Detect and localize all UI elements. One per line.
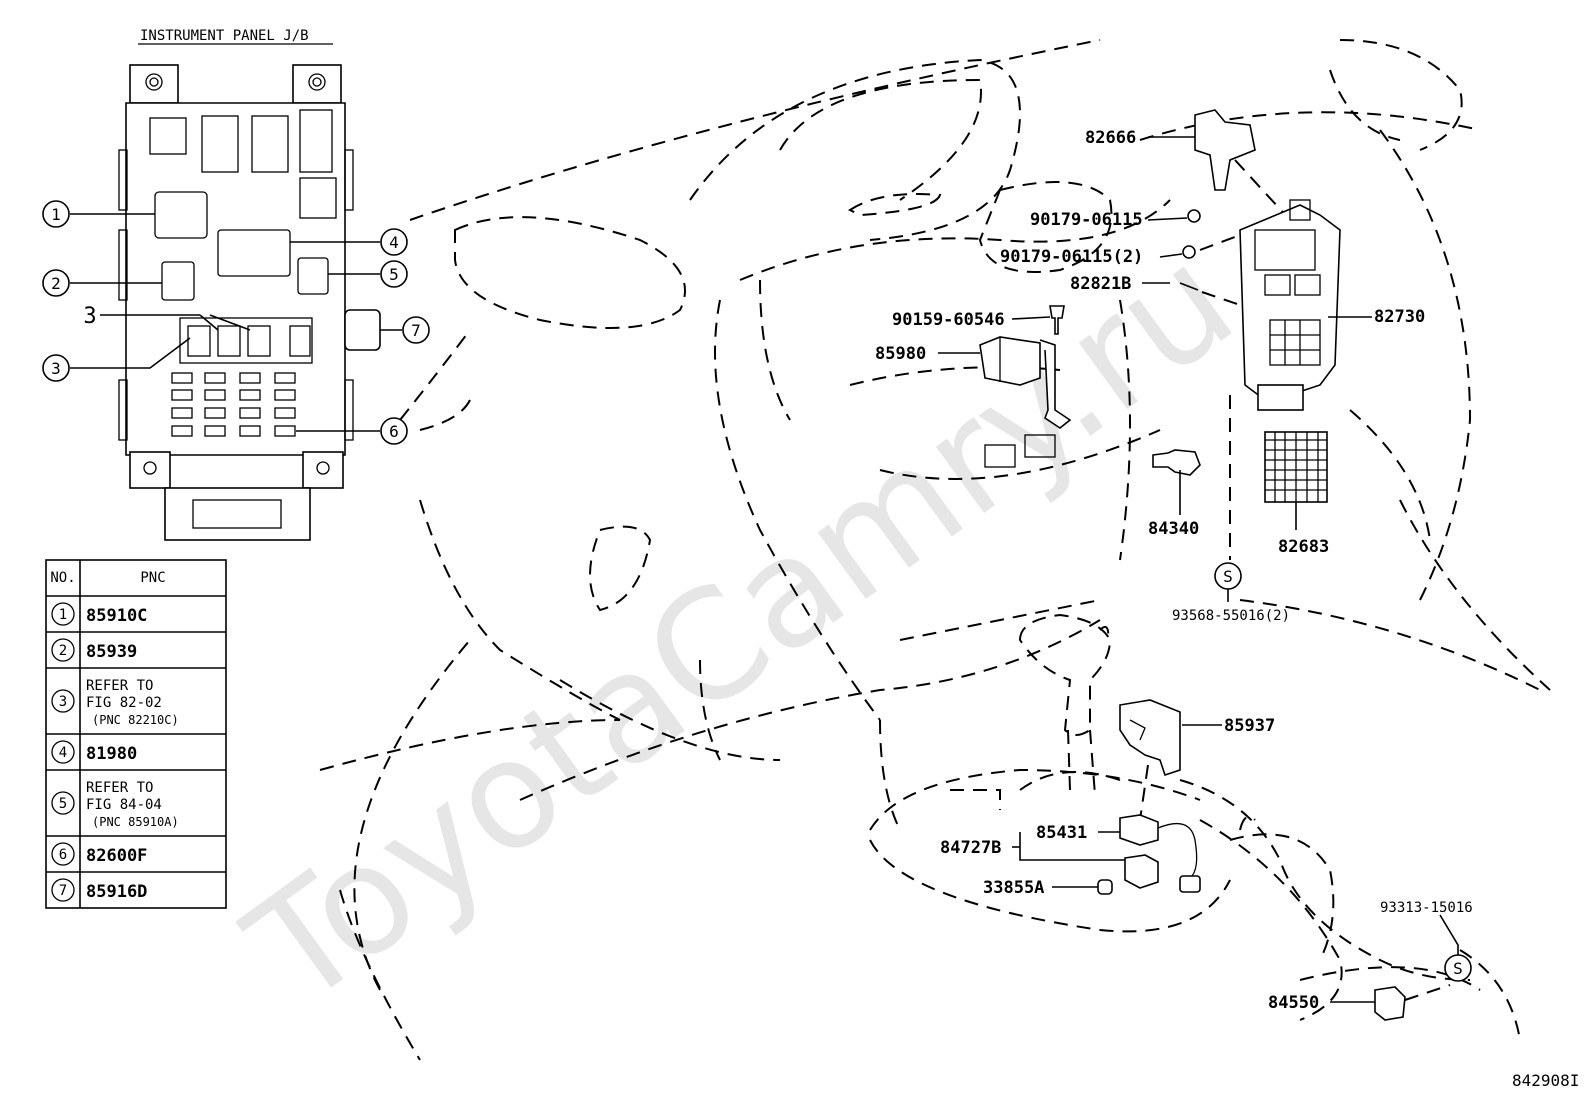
svg-text:6: 6 bbox=[389, 422, 399, 441]
jb-title: INSTRUMENT PANEL J/B bbox=[140, 28, 309, 44]
screw-mark: S bbox=[1223, 567, 1233, 586]
table-row: 4 81980 bbox=[51, 740, 137, 764]
part-85431: 85431 bbox=[1036, 814, 1201, 893]
svg-text:2: 2 bbox=[59, 643, 67, 659]
svg-text:5: 5 bbox=[389, 265, 399, 284]
jb-callout-3: 3 bbox=[42, 337, 191, 382]
svg-text:5: 5 bbox=[59, 796, 67, 812]
part-90159-60546: 90159-60546 bbox=[892, 305, 1065, 335]
part-85937: 85937 bbox=[1119, 699, 1275, 821]
svg-text:85939: 85939 bbox=[86, 642, 137, 662]
jb-callout-7: 7 bbox=[380, 316, 430, 344]
svg-text:85980: 85980 bbox=[875, 344, 926, 364]
table-header-no: NO. bbox=[50, 570, 75, 586]
part-93313-15016: 93313-15016 S bbox=[1380, 900, 1473, 982]
table-row: 1 85910C bbox=[51, 602, 147, 626]
jb-callout-6: 6 bbox=[296, 417, 408, 445]
svg-text:85937: 85937 bbox=[1224, 716, 1275, 736]
svg-text:84727B: 84727B bbox=[940, 838, 1001, 858]
figure-id: 842908I bbox=[1512, 1071, 1579, 1090]
jb-callout-1: 1 bbox=[42, 200, 155, 228]
svg-text:84340: 84340 bbox=[1148, 519, 1199, 539]
svg-text:85916D: 85916D bbox=[86, 882, 147, 902]
svg-text:90179-06115(2): 90179-06115(2) bbox=[1000, 247, 1143, 267]
svg-text:33855A: 33855A bbox=[983, 878, 1044, 898]
svg-text:(PNC 85910A): (PNC 85910A) bbox=[92, 815, 179, 829]
part-82821b: 82821B bbox=[1070, 274, 1241, 306]
part-82730: 82730 bbox=[1229, 199, 1425, 560]
pnc-table: NO. PNC 1 85910C 2 85939 3 REFER TO FIG … bbox=[45, 559, 227, 909]
svg-text:7: 7 bbox=[59, 883, 67, 899]
svg-text:82683: 82683 bbox=[1278, 537, 1329, 557]
svg-text:84550: 84550 bbox=[1268, 993, 1319, 1013]
part-90179-06115-2: 90179-06115(2) bbox=[1000, 234, 1241, 267]
svg-text:3: 3 bbox=[59, 694, 67, 710]
svg-text:1: 1 bbox=[51, 205, 61, 224]
svg-text:81980: 81980 bbox=[86, 744, 137, 764]
part-82683: 82683 bbox=[1264, 431, 1329, 557]
table-row: 7 85916D bbox=[51, 878, 147, 902]
jb-callout-5: 5 bbox=[328, 260, 408, 288]
table-row: 5 REFER TO FIG 84-04 (PNC 85910A) bbox=[51, 780, 179, 829]
svg-text:3: 3 bbox=[51, 359, 61, 378]
svg-text:93313-15016: 93313-15016 bbox=[1380, 900, 1473, 916]
svg-text:6: 6 bbox=[59, 847, 67, 863]
screw-mark: S bbox=[1453, 959, 1463, 978]
junction-block-drawing bbox=[118, 64, 381, 541]
svg-text:82821B: 82821B bbox=[1070, 274, 1131, 294]
svg-text:(PNC 82210C): (PNC 82210C) bbox=[92, 713, 179, 727]
dashboard-outline bbox=[319, 39, 1551, 1061]
jb-loose-label-3: 3 bbox=[83, 304, 251, 331]
svg-text:FIG 82-02: FIG 82-02 bbox=[86, 695, 162, 711]
part-33855a: 33855A bbox=[983, 878, 1113, 898]
jb-callout-4: 4 bbox=[290, 228, 408, 256]
table-row: 6 82600F bbox=[51, 842, 147, 866]
svg-text:90179-06115: 90179-06115 bbox=[1030, 210, 1143, 230]
part-85980: 85980 bbox=[875, 336, 1072, 429]
svg-text:4: 4 bbox=[389, 233, 399, 252]
part-84727b: 84727B bbox=[940, 832, 1159, 889]
part-90179-06115: 90179-06115 bbox=[1030, 209, 1201, 230]
svg-text:93568-55016(2): 93568-55016(2) bbox=[1172, 608, 1290, 624]
part-82666: 82666 bbox=[1085, 109, 1291, 221]
svg-text:90159-60546: 90159-60546 bbox=[892, 310, 1005, 330]
svg-text:7: 7 bbox=[411, 321, 421, 340]
part-93568-55016: S 93568-55016(2) bbox=[1172, 562, 1290, 624]
part-84550: 84550 bbox=[1268, 984, 1451, 1021]
svg-text:FIG 84-04: FIG 84-04 bbox=[86, 797, 162, 813]
svg-text:4: 4 bbox=[59, 745, 67, 761]
jb-callout-2: 2 bbox=[42, 269, 162, 297]
svg-text:85910C: 85910C bbox=[86, 606, 147, 626]
svg-text:85431: 85431 bbox=[1036, 823, 1087, 843]
svg-text:82600F: 82600F bbox=[86, 846, 147, 866]
svg-text:REFER TO: REFER TO bbox=[86, 780, 153, 796]
svg-text:2: 2 bbox=[51, 274, 61, 293]
table-row: 3 REFER TO FIG 82-02 (PNC 82210C) bbox=[51, 678, 179, 727]
svg-text:1: 1 bbox=[59, 607, 67, 623]
table-row: 2 85939 bbox=[51, 638, 137, 662]
svg-text:REFER TO: REFER TO bbox=[86, 678, 153, 694]
table-header-pnc: PNC bbox=[140, 570, 165, 586]
svg-text:3: 3 bbox=[83, 304, 96, 329]
svg-text:82666: 82666 bbox=[1085, 128, 1136, 148]
svg-text:82730: 82730 bbox=[1374, 307, 1425, 327]
part-84340: 84340 bbox=[1148, 449, 1201, 539]
shift-lever-drawing bbox=[1018, 613, 1112, 796]
